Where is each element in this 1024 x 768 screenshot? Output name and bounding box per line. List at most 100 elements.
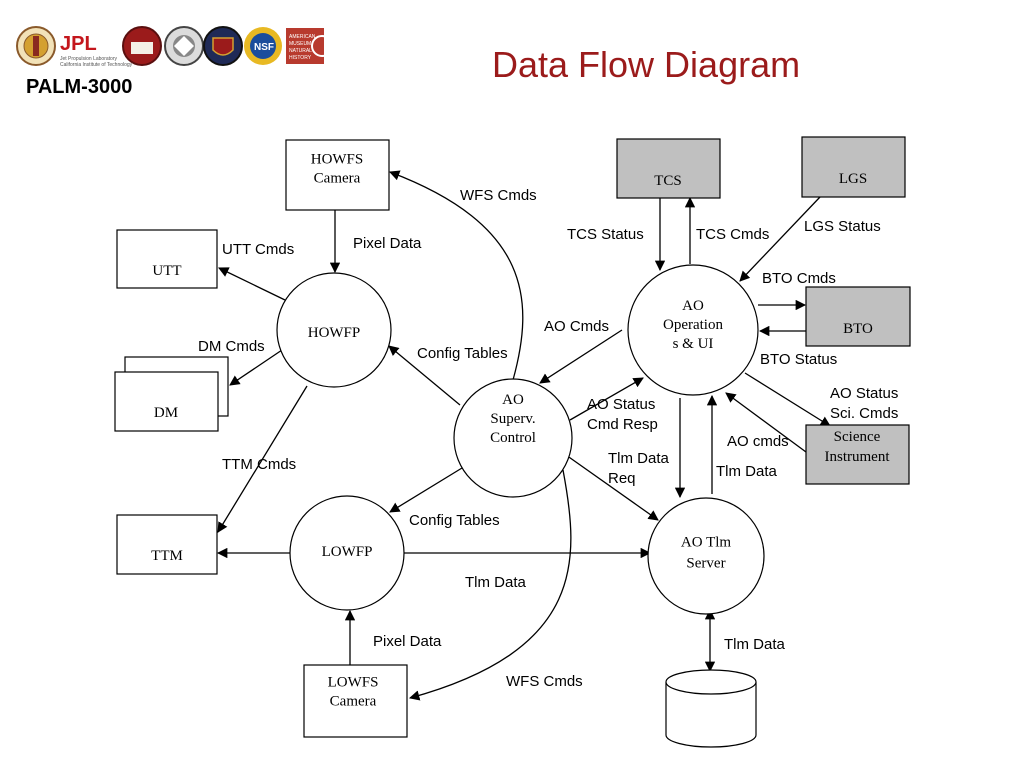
flow-labels: WFS Cmds Pixel Data UTT Cmds DM Cmds Con… <box>198 187 898 690</box>
university-seal-logo-2 <box>164 26 204 66</box>
text-line: LOWFP <box>322 544 373 560</box>
text-line: LOWFS <box>328 675 379 691</box>
text-line: BTO Status <box>760 351 837 368</box>
nsf-logo-text: NSF <box>254 42 274 53</box>
node-lowfp[interactable]: LOWFP <box>289 495 405 611</box>
amnh-logo-line3: NATURAL <box>289 48 312 54</box>
text-line: BTO Cmds <box>762 270 836 287</box>
edge-lgs-status <box>739 196 821 282</box>
edge-ao-cmds <box>539 329 623 384</box>
text-line: LGS Status <box>804 218 881 235</box>
flow-label-ao-cmds: AO Cmds <box>544 318 609 335</box>
text-line: Sci. Cmds <box>830 405 898 422</box>
university-seal-logo-3 <box>203 26 243 66</box>
text-line: Tlm Data <box>724 636 786 653</box>
node-ttm[interactable]: TTM <box>116 514 218 575</box>
text-line: Tlm Data <box>465 574 527 591</box>
text-line: WFS Cmds <box>506 673 583 690</box>
text-line: DM Cmds <box>198 338 265 355</box>
flow-label-ttm-cmds: TTM Cmds <box>222 456 296 473</box>
node-howfp[interactable]: HOWFP <box>276 272 392 388</box>
flow-label-config-tables-bottom: Config Tables <box>409 512 500 529</box>
text-line: Control <box>490 430 536 446</box>
node-label: LOWFP <box>322 544 373 560</box>
node-label: TCS <box>654 173 682 189</box>
text-line: Tlm Data <box>608 450 670 467</box>
flow-label-config-tables-top: Config Tables <box>417 345 508 362</box>
jpl-logo: JPL Jet Propulsion Laboratory California… <box>60 33 133 68</box>
text-line: Cmd Resp <box>587 416 658 433</box>
text-line: UTT Cmds <box>222 241 294 258</box>
page-subtitle: PALM-3000 <box>26 76 133 98</box>
node-label: AO Operation s & UI <box>663 298 723 352</box>
text-line: Tlm Data <box>716 463 778 480</box>
text-line: TTM <box>151 548 183 564</box>
edge-config-tables-top <box>388 345 461 406</box>
flow-label-tlm-data-db: Tlm Data <box>724 636 786 653</box>
flow-label-tlm-data-bottom: Tlm Data <box>465 574 527 591</box>
node-label: DM <box>154 405 178 421</box>
edge-dm-cmds <box>229 349 283 386</box>
node-label: BTO <box>843 321 873 337</box>
text-line: Pixel Data <box>353 235 422 252</box>
node-label: TTM <box>151 548 183 564</box>
text-line: LGS <box>839 171 867 187</box>
page-title: Data Flow Diagram <box>492 44 801 85</box>
edge-wfs-cmds-bottom <box>408 469 572 701</box>
text-line: UTT <box>152 263 181 279</box>
text-line: Req <box>608 470 636 487</box>
text-line: Superv. <box>490 411 535 427</box>
text-line: AO <box>502 392 524 408</box>
amnh-logo-line4: HISTORY <box>289 55 312 61</box>
text-line: AO Status <box>587 396 655 413</box>
text-line: AO Tlm <box>681 535 731 551</box>
flow-label-lgs-status: LGS Status <box>804 218 881 235</box>
amnh-logo-line1: AMERICAN <box>289 34 316 40</box>
text-line: Pixel Data <box>373 633 442 650</box>
node-lgs[interactable]: LGS <box>801 136 906 198</box>
text-line: AO <box>682 298 704 314</box>
node-ao-supervisory-control[interactable]: AO Superv. Control <box>453 378 573 498</box>
flow-label-pixel-data-bottom: Pixel Data <box>373 633 442 650</box>
edge-wfs-cmds-top <box>389 170 524 381</box>
text-line: AO Status <box>830 385 898 402</box>
edge-ao-status-sci-cmds <box>744 372 831 427</box>
node-telemetry-database[interactable] <box>665 669 757 748</box>
edge-utt-cmds <box>218 267 286 301</box>
institution-logos: JPL Jet Propulsion Laboratory California… <box>16 26 334 68</box>
flow-label-utt-cmds: UTT Cmds <box>222 241 294 258</box>
node-ao-operations-ui[interactable]: AO Operation s & UI <box>627 264 759 396</box>
jpl-logo-text: JPL <box>60 33 97 55</box>
node-utt[interactable]: UTT <box>116 229 218 289</box>
text-line: Operation <box>663 317 723 333</box>
node-dm[interactable]: DM <box>114 356 229 432</box>
text-line: HOWFP <box>308 325 361 341</box>
node-bto[interactable]: BTO <box>805 286 911 347</box>
text-line: Config Tables <box>417 345 508 362</box>
edge-ao-cmds-si <box>725 392 807 453</box>
edge-config-tables-bottom <box>389 467 463 513</box>
university-seal-logo-1 <box>122 26 162 66</box>
jpl-caption-line1: Jet Propulsion Laboratory <box>60 56 117 62</box>
text-line: Camera <box>314 171 361 187</box>
nsf-logo: NSF <box>244 27 282 65</box>
text-line: BTO <box>843 321 873 337</box>
jpl-caption-line2: California Institute of Technology <box>60 62 133 68</box>
flow-label-pixel-data-top: Pixel Data <box>353 235 422 252</box>
text-line: AO Cmds <box>544 318 609 335</box>
text-line: DM <box>154 405 178 421</box>
text-line: Science <box>834 429 881 445</box>
node-tcs[interactable]: TCS <box>616 138 721 199</box>
amnh-logo-line2: MUSEUM <box>289 41 311 47</box>
text-line: s & UI <box>673 336 714 352</box>
flow-label-dm-cmds: DM Cmds <box>198 338 265 355</box>
